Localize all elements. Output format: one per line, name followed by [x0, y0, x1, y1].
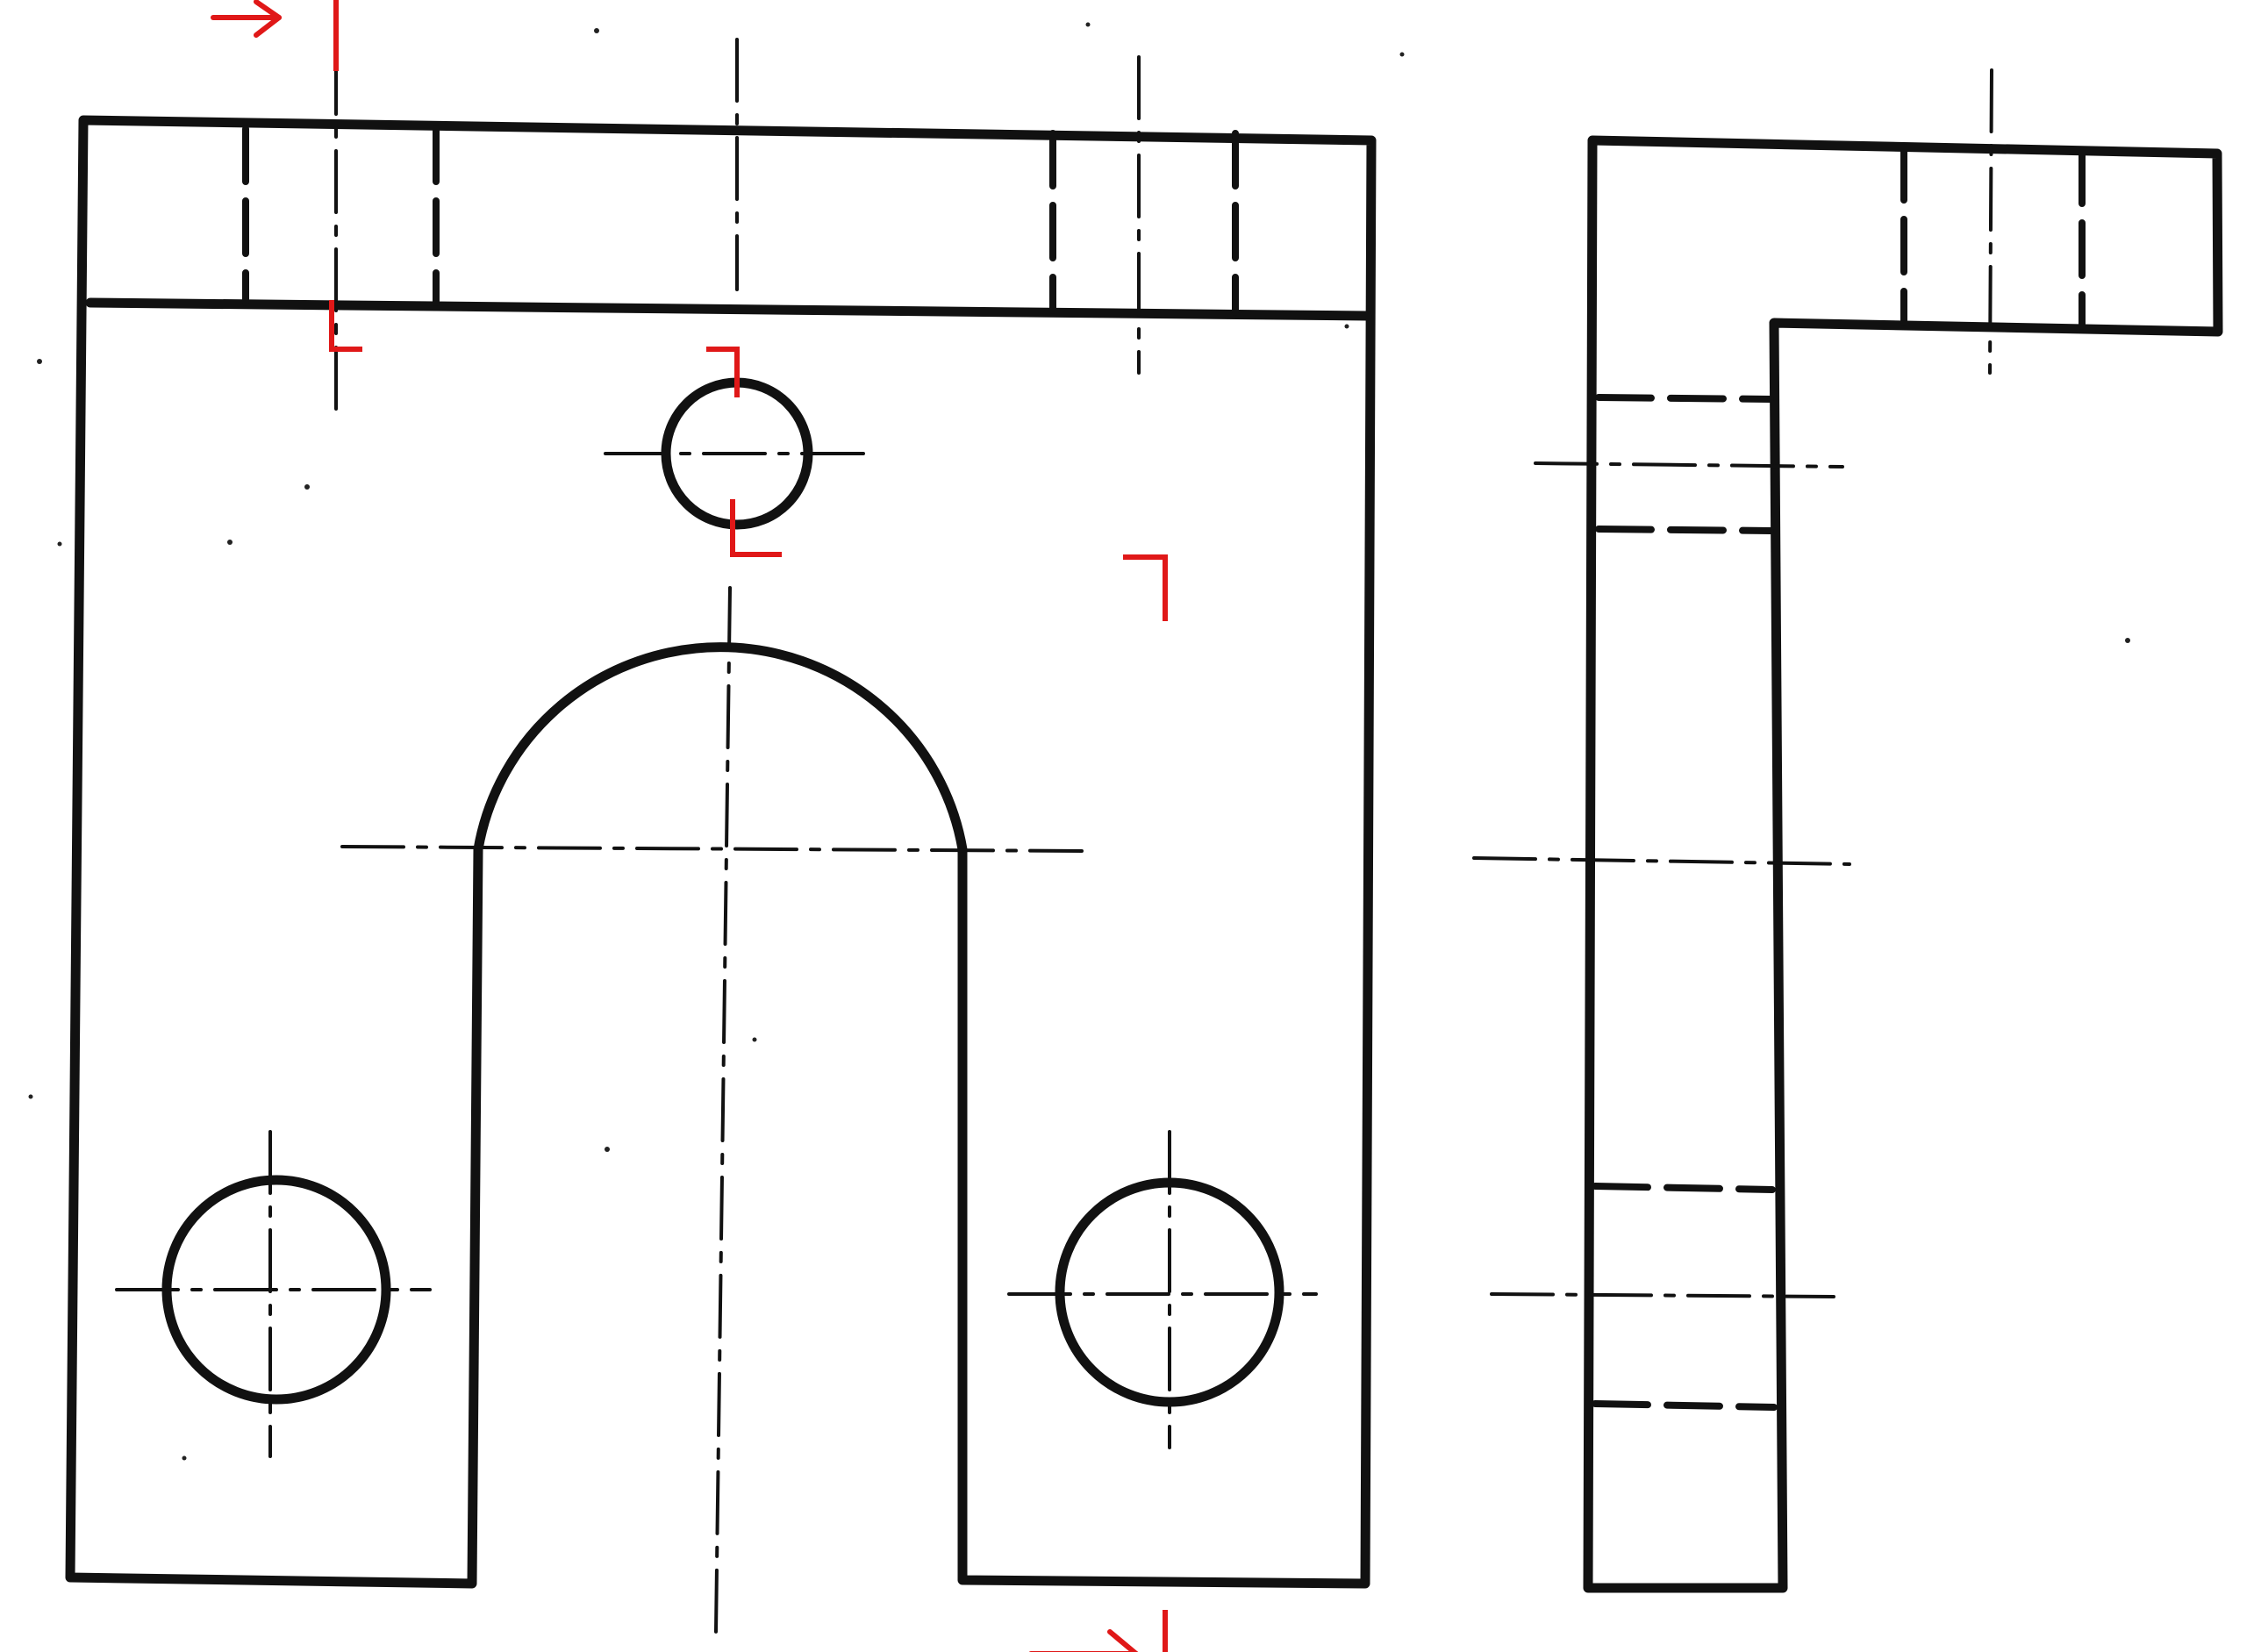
- side-view-outline: [1583, 135, 2223, 1593]
- front-view: [65, 38, 1377, 1634]
- cut-corner-3: [730, 499, 782, 557]
- side-top-arm-hidden: [1900, 144, 2086, 330]
- left-flange-hole-hidden: [242, 125, 440, 306]
- section-arrow-bottom: [1028, 1610, 1168, 1652]
- section-cut-marks: [211, 0, 1168, 1652]
- front-view-outline: [65, 115, 1377, 1589]
- cut-corner-4: [1123, 554, 1168, 621]
- side-view: [1472, 68, 2223, 1593]
- side-lower-hole-hidden: [1592, 1183, 1778, 1411]
- cut-corner-2: [706, 347, 740, 397]
- side-small-hole-hidden: [1595, 394, 1774, 534]
- section-arrow-top: [211, 0, 339, 71]
- scan-specks: [28, 22, 2130, 1461]
- flange-edge-line: [85, 297, 1372, 321]
- side-center-lines: [1472, 68, 1993, 1298]
- cut-corner-1: [329, 300, 362, 352]
- front-center-lines: [115, 38, 1318, 1634]
- right-flange-hole-hidden: [1049, 130, 1239, 316]
